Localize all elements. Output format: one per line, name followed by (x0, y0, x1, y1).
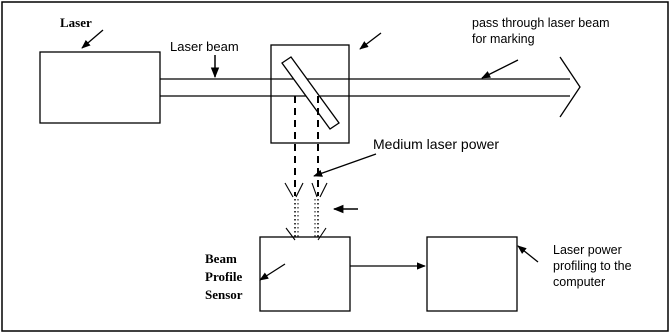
laser-beam-label: Laser beam (170, 39, 239, 54)
sensor-label-line1: Beam (205, 251, 237, 266)
medium-power-pointer (313, 153, 377, 177)
medium-power-label: Medium laser power (373, 136, 499, 152)
converge-left (285, 227, 296, 241)
mirror-plate (281, 56, 340, 130)
laser-label: Laser (60, 15, 92, 30)
converge-right (317, 227, 327, 241)
pass-through-pointer (481, 59, 519, 79)
splitter-pointer (359, 32, 382, 50)
diverge-right-b (319, 182, 328, 198)
diverge-left-b (295, 182, 304, 198)
computer-label-line3: computer (553, 275, 605, 289)
sensor-label-pointer (259, 263, 286, 281)
sensor-label-line2: Profile (205, 269, 243, 284)
computer-box (426, 236, 518, 312)
diverge-right-a (311, 182, 318, 198)
diverge-left-a (284, 182, 294, 198)
beam-profile-sensor-box (259, 236, 351, 312)
computer-label-line1: Laser power (553, 243, 622, 257)
pass-through-label-line1: pass through laser beam (472, 16, 610, 30)
laser-box (39, 51, 161, 124)
computer-label-line2: profiling to the (553, 259, 632, 273)
beam-splitter-box (270, 44, 350, 144)
laser-label-pointer (81, 29, 104, 49)
pass-through-label-line2: for marking (472, 32, 535, 46)
sensor-label-line3: Sensor (205, 287, 243, 302)
computer-label-pointer (517, 245, 539, 263)
beam-arrowhead (559, 56, 581, 118)
